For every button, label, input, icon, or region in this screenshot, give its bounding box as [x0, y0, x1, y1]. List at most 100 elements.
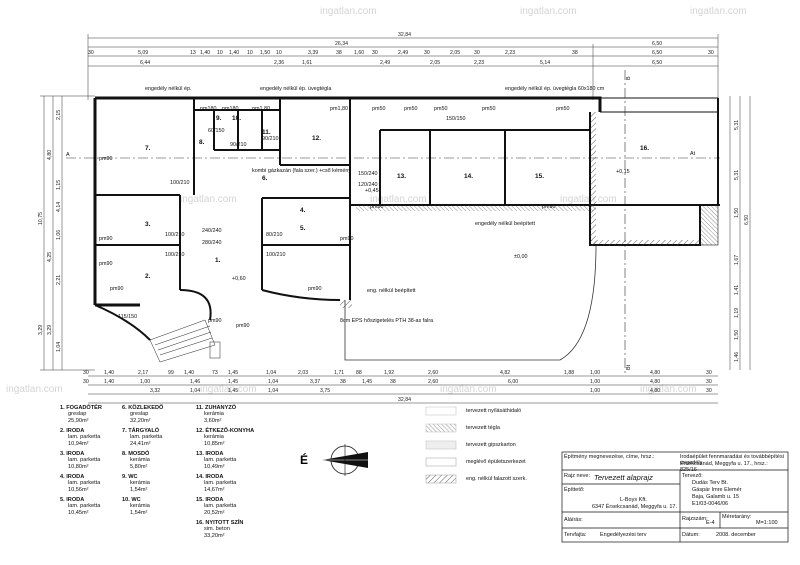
dim: 1,00	[590, 370, 600, 376]
legend-title: 14. IRODA	[196, 474, 224, 480]
room-number: 14.	[464, 173, 473, 180]
legend-material: sim. beton	[204, 526, 230, 533]
dim: 30	[706, 370, 712, 376]
tb-phase-label: Tervfajta:	[564, 532, 587, 538]
dim: 1,60	[354, 50, 364, 56]
dim: 4,25	[47, 252, 53, 262]
level-mark: ±0,00	[514, 254, 527, 260]
legend-area: 10,85m²	[204, 440, 225, 447]
watermark-text: ingatlan.com	[520, 6, 577, 17]
legend-area: 1,54m²	[130, 509, 148, 516]
opening: 280/240	[202, 240, 222, 246]
watermarks: ingatlan.com ingatlan.com ingatlan.com i…	[6, 6, 747, 395]
bottom-dimension-labels: 30 1,40 2,17 99 1,40 73 1,45 1,04 2,03 1…	[83, 370, 712, 403]
room-number: 2.	[145, 273, 151, 280]
opening: 60/150	[208, 128, 225, 134]
dim: 1,04	[268, 379, 278, 385]
dim: 1,46	[734, 352, 740, 362]
dim: 1,71	[334, 370, 344, 376]
dim: 2,03	[298, 370, 308, 376]
opening: 240/240	[202, 228, 222, 234]
watermark-text: ingatlan.com	[180, 194, 237, 205]
top-dimension-labels: 32,84 26,34 6,50 30 5,09 13 1,40 10 1,40…	[88, 32, 714, 66]
legend-material: lam. parketta	[204, 503, 237, 510]
dim: 1,04	[268, 388, 278, 394]
opening: 100/210	[266, 252, 286, 258]
dim: 3,37	[310, 379, 320, 385]
opening: pm90	[340, 236, 354, 242]
dim: 10	[217, 50, 223, 56]
left-dimensions	[40, 95, 95, 371]
legend-material: lam. parketta	[204, 457, 237, 464]
legend-material: kerámia	[130, 503, 150, 510]
tb-project-value-2: Érsekcsanád, Meggyfa u. 17., hrsz.: 825/…	[680, 461, 768, 473]
room-number: 10.	[232, 115, 241, 122]
dim: 30	[706, 388, 712, 394]
legend-title: 5. IRODA	[60, 497, 85, 503]
dim: 2,49	[380, 60, 390, 66]
legend-title: 15. IRODA	[196, 497, 224, 503]
section-mark-b: B	[626, 76, 632, 80]
legend-area: 10,49m²	[204, 463, 225, 470]
legend-title: 9. WC	[122, 474, 138, 480]
level-mark: +0,15	[616, 169, 630, 175]
dim: 1,61	[302, 60, 312, 66]
legend-material: lam. parketta	[204, 480, 237, 487]
dim: 1,00	[590, 379, 600, 385]
dim: 1,04	[266, 370, 276, 376]
room-number: 4.	[300, 207, 306, 214]
dim-sub-right: 6,50	[652, 41, 662, 47]
legend-title: 4. IRODA	[60, 474, 85, 480]
dim: 1,04	[56, 342, 62, 352]
legend-material: kerámia	[204, 411, 224, 418]
legend-title: 3. IRODA	[60, 451, 85, 457]
watermark-text: ingatlan.com	[440, 384, 497, 395]
watermark-text: ingatlan.com	[640, 384, 697, 395]
dim: 2,60	[428, 370, 438, 376]
tb-designer-line: Gáspár Imre Elemér	[692, 487, 742, 493]
opening: pm90	[542, 204, 556, 210]
dim: 30	[83, 370, 89, 376]
dim: 3,39	[308, 50, 318, 56]
dim: 2,36	[274, 60, 284, 66]
room-number: 5.	[300, 225, 306, 232]
note: engedély nélkül ép. üvegtégla 60x180 cm	[505, 86, 605, 92]
legend-title: 6. KÖZLEKEDŐ	[122, 405, 164, 411]
legend-area: 20,52m²	[204, 509, 225, 516]
dim: 4,14	[56, 202, 62, 212]
tb-scale-value: M=1:100	[756, 520, 778, 526]
tb-project-label: Építmény megnevezése, címe, hrsz.:	[564, 454, 655, 460]
dim: 30	[424, 50, 430, 56]
room-number: 7.	[145, 145, 151, 152]
note: eng. nélkül beépített	[367, 288, 416, 294]
material-label: tervezett nyílásáthidaló	[466, 408, 522, 414]
opening: pm50	[556, 106, 570, 112]
dim: 1,88	[564, 370, 574, 376]
legend-area: 14,67m²	[204, 486, 225, 493]
dim: 30	[88, 50, 94, 56]
dim: 4,80	[47, 150, 53, 160]
dim: 1,40	[184, 370, 194, 376]
dim: 6,50	[744, 215, 750, 225]
room-numbers: 1. 2. 3. 4. 5. 6. 7. 8. 9. 10. 11. 12. 1…	[145, 115, 649, 280]
tb-owner-line: L-Boys Kft.	[620, 497, 647, 503]
watermark-text: ingatlan.com	[200, 384, 257, 395]
note: 8cm EPS hőszigetelés PTH 38-as falra	[340, 318, 433, 324]
dim: 6,44	[140, 60, 150, 66]
dim: 1,19	[734, 308, 740, 318]
legend-title: 7. TÁRGYALÓ	[122, 428, 160, 434]
material-label: tervezett gipszkarton	[466, 442, 516, 448]
opening: pm180	[222, 106, 238, 112]
dim: 4,80	[650, 388, 660, 394]
tb-designer-line: E1/03-0046/06	[692, 501, 729, 507]
dim: 1,67	[734, 255, 740, 265]
dim: 1,00	[140, 379, 150, 385]
